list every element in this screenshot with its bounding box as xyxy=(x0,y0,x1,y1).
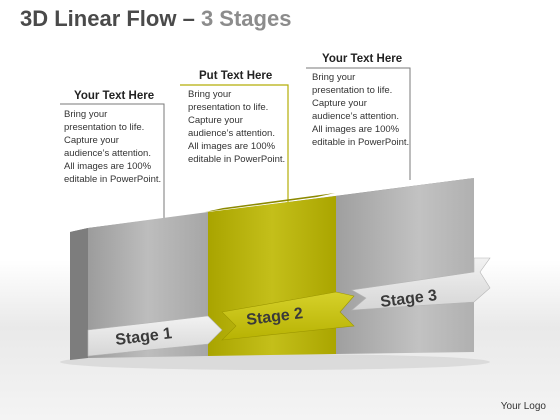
callout-1-heading: Your Text Here xyxy=(74,90,155,102)
stage-3-panel xyxy=(336,178,474,354)
block-shadow xyxy=(60,354,490,370)
footer-logo: Your Logo xyxy=(500,401,546,412)
stage-1-label: Stage 1 xyxy=(114,325,173,349)
stage-3-label: Stage 3 xyxy=(379,287,438,311)
title-main: 3D Linear Flow – xyxy=(20,6,195,31)
block-left-face xyxy=(70,228,88,360)
callout-2-body: Bring your presentation to life. Capture… xyxy=(188,89,286,165)
title-subtitle: 3 Stages xyxy=(200,6,292,31)
callout-1-body: Bring your presentation to life. Capture… xyxy=(64,109,162,185)
callout-connector-2 xyxy=(180,84,289,205)
callout-3-body: Bring your presentation to life. Capture… xyxy=(312,72,410,148)
callout-2-heading: Put Text Here xyxy=(199,70,273,82)
callout-3-heading: Your Text Here xyxy=(322,53,403,65)
stage-3-ribbon xyxy=(351,257,491,311)
page-title: 3D Linear Flow – 3 Stages xyxy=(20,6,291,32)
callout-connector-1 xyxy=(60,103,165,220)
stage-2-label: Stage 2 xyxy=(245,305,304,329)
stage-2-ribbon xyxy=(221,291,355,341)
callout-connector-3 xyxy=(306,67,411,180)
stage-1-ribbon xyxy=(87,315,223,357)
stage-2-top-face xyxy=(205,193,335,212)
